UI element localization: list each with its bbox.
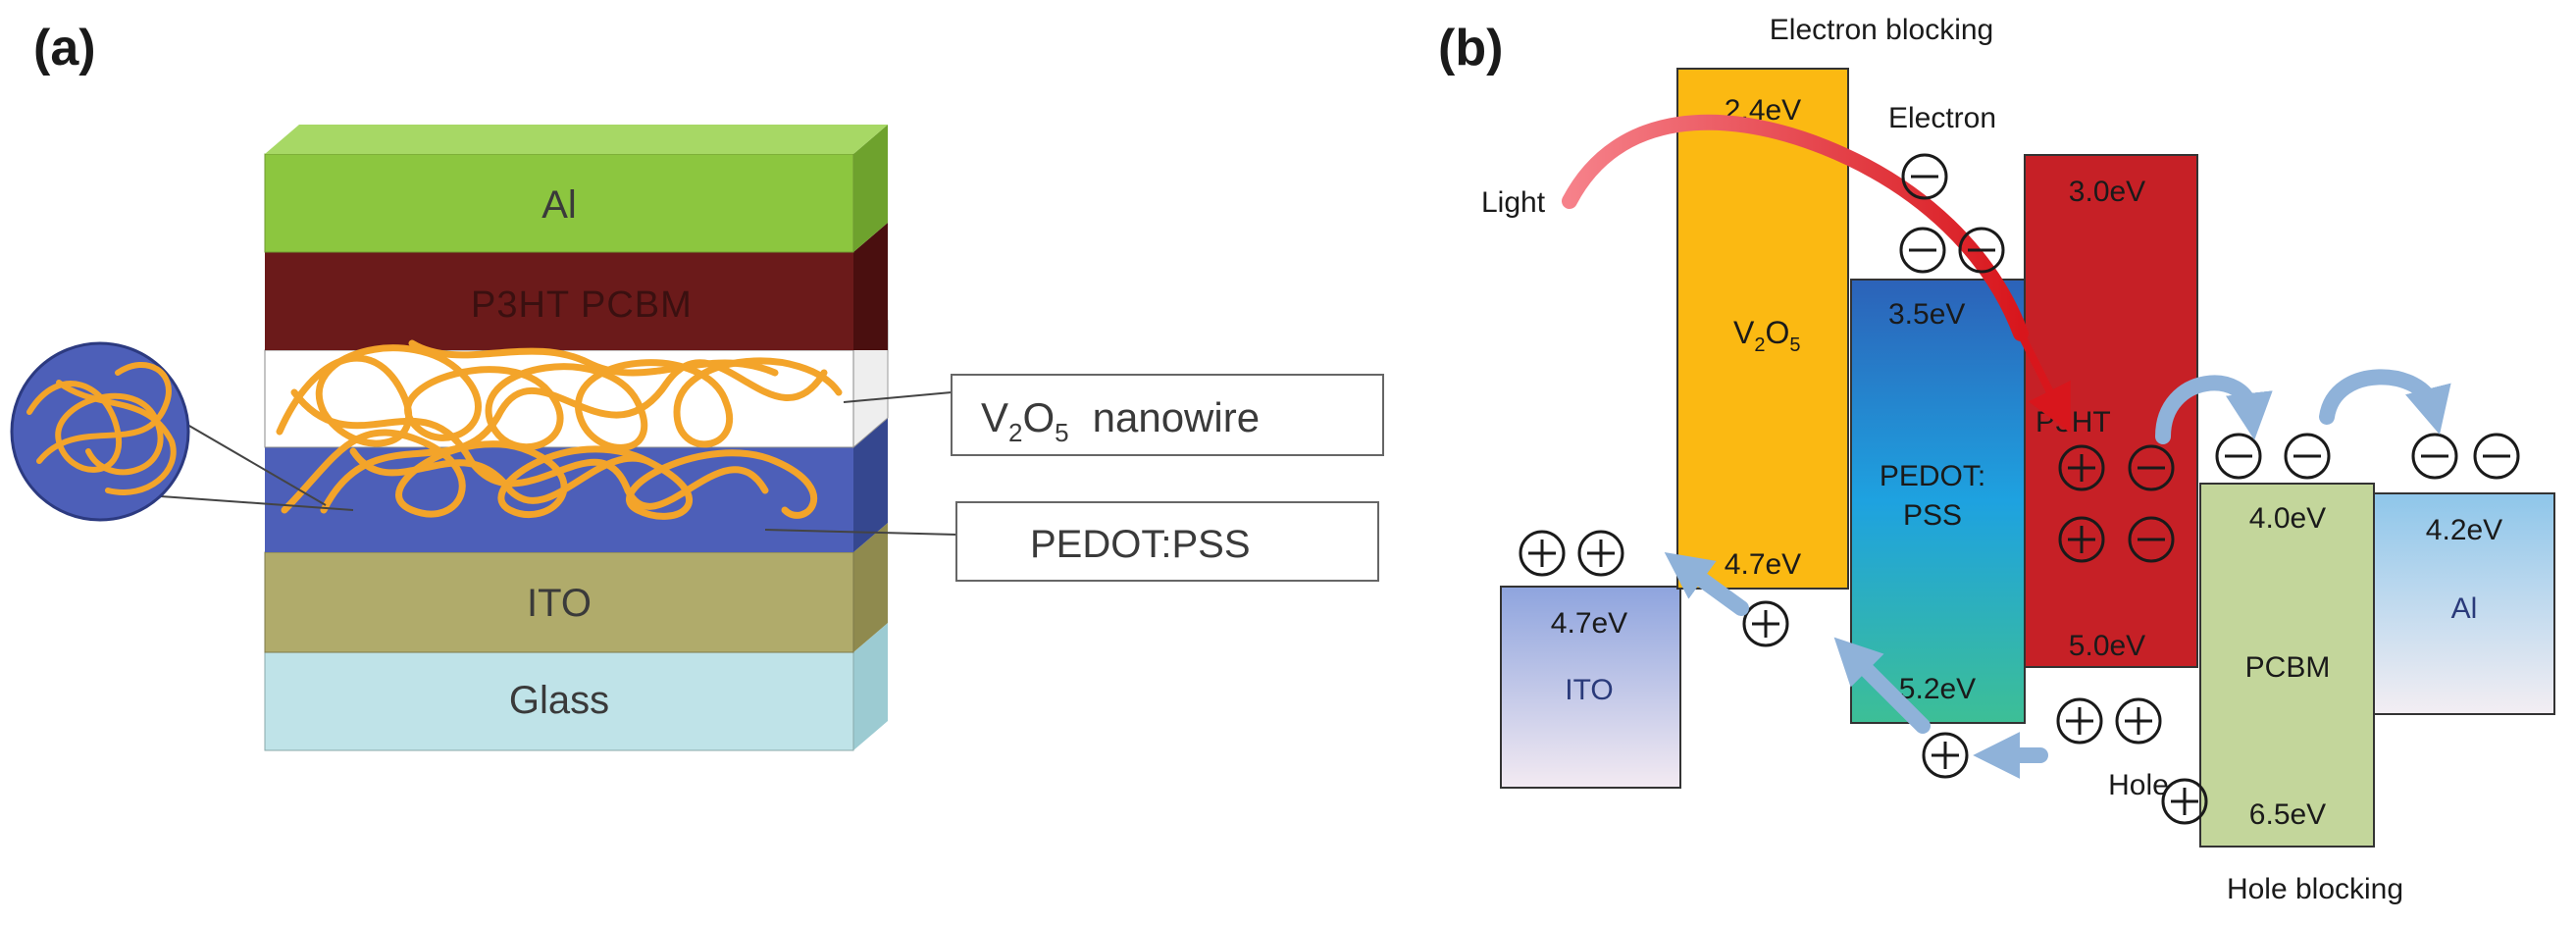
- al-layer-label: Al: [541, 183, 577, 227]
- electron-icon: [2128, 516, 2175, 563]
- light-arrow: Light: [1481, 114, 2071, 434]
- pedot-top-level: 3.5eV: [1888, 298, 1965, 331]
- pedot-callout-label: PEDOT:PSS: [1030, 523, 1251, 566]
- ito-band: 4.7eV ITO: [1500, 586, 1681, 789]
- p3ht-band-label: P3HT: [2035, 406, 2111, 438]
- light-label: Light: [1481, 186, 1546, 219]
- electron-symbols: [1899, 153, 2520, 563]
- pcbm-bottom-level: 6.5eV: [2249, 798, 2326, 831]
- ito-band-label: ITO: [1565, 674, 1613, 706]
- electron-icon: [1901, 153, 1948, 200]
- hole-icon: [2115, 697, 2162, 745]
- electron-icon: [1958, 227, 2005, 274]
- pedot-band-label-line1: PEDOT:: [1880, 460, 1985, 492]
- ito-level-label: 4.7eV: [1551, 607, 1627, 640]
- pedot-band: 3.5eV PEDOT: PSS 5.2eV: [1850, 279, 2026, 724]
- hole-icon: [2058, 516, 2105, 563]
- hole-icon: [2056, 697, 2103, 745]
- electron-icon: [2473, 433, 2520, 480]
- al-level-label: 4.2eV: [2426, 514, 2502, 546]
- p3ht-top-level: 3.0eV: [2069, 176, 2145, 208]
- device-stack: Glass ITO P3HT PCBM Al: [10, 125, 1384, 751]
- electron-icon: [2128, 444, 2175, 491]
- electron-blocking-label: Electron blocking: [1770, 14, 1993, 46]
- active-layer-label: P3HT PCBM: [471, 284, 693, 326]
- electron-icon: [2284, 433, 2331, 480]
- hole-transfer-arrow: [1833, 637, 1931, 734]
- hole-icon: [2058, 444, 2105, 491]
- panel-b-label: (b): [1438, 20, 1503, 77]
- electron-transfer-arrow: [2319, 369, 2451, 435]
- ito-layer: ITO: [264, 523, 888, 653]
- glass-label: Glass: [509, 679, 609, 722]
- electron-icon: [1899, 227, 1946, 274]
- hole-icon: [1519, 530, 1566, 577]
- callout-pedot: PEDOT:PSS: [764, 501, 1379, 582]
- nanowire-network: [276, 339, 843, 520]
- p3ht-bottom-level: 5.0eV: [2069, 630, 2145, 662]
- electron-label: Electron: [1888, 102, 1996, 134]
- ito-layer-label: ITO: [527, 582, 592, 625]
- hole-label: Hole: [2108, 769, 2169, 801]
- al-layer: Al: [264, 125, 888, 253]
- hole-blocking-label: Hole blocking: [2227, 873, 2403, 905]
- pedot-band-label-line2: PSS: [1903, 499, 1962, 532]
- pcbm-band: 4.0eV PCBM 6.5eV: [2199, 483, 2375, 848]
- al-band-label: Al: [2451, 592, 2478, 625]
- transport-arrows: [1664, 369, 2451, 779]
- panel-a-label: (a): [33, 20, 96, 77]
- pedot-bottom-level: 5.2eV: [1899, 673, 1976, 705]
- active-layer: P3HT PCBM: [265, 223, 888, 350]
- pcbm-top-level: 4.0eV: [2249, 502, 2326, 535]
- v2o5-band-label: V2O5: [1733, 315, 1800, 356]
- electron-transfer-arrow: [2155, 375, 2273, 444]
- electron-icon: [2411, 433, 2458, 480]
- hole-symbols: [1519, 444, 2208, 825]
- pcbm-band-label: PCBM: [2245, 651, 2331, 684]
- hole-icon: [1922, 732, 1969, 779]
- electron-icon: [2215, 433, 2262, 480]
- v2o5-band: 2.4eV V2O5 4.7eV: [1676, 68, 1849, 590]
- al-band: 4.2eV Al: [2373, 492, 2555, 715]
- hole-icon: [1577, 530, 1624, 577]
- hole-icon: [1742, 600, 1789, 647]
- hole-icon: [2161, 778, 2208, 825]
- hole-transfer-arrow: [1664, 552, 1749, 616]
- v2o5-bottom-level: 4.7eV: [1725, 548, 1801, 581]
- zoom-inset: [10, 341, 354, 522]
